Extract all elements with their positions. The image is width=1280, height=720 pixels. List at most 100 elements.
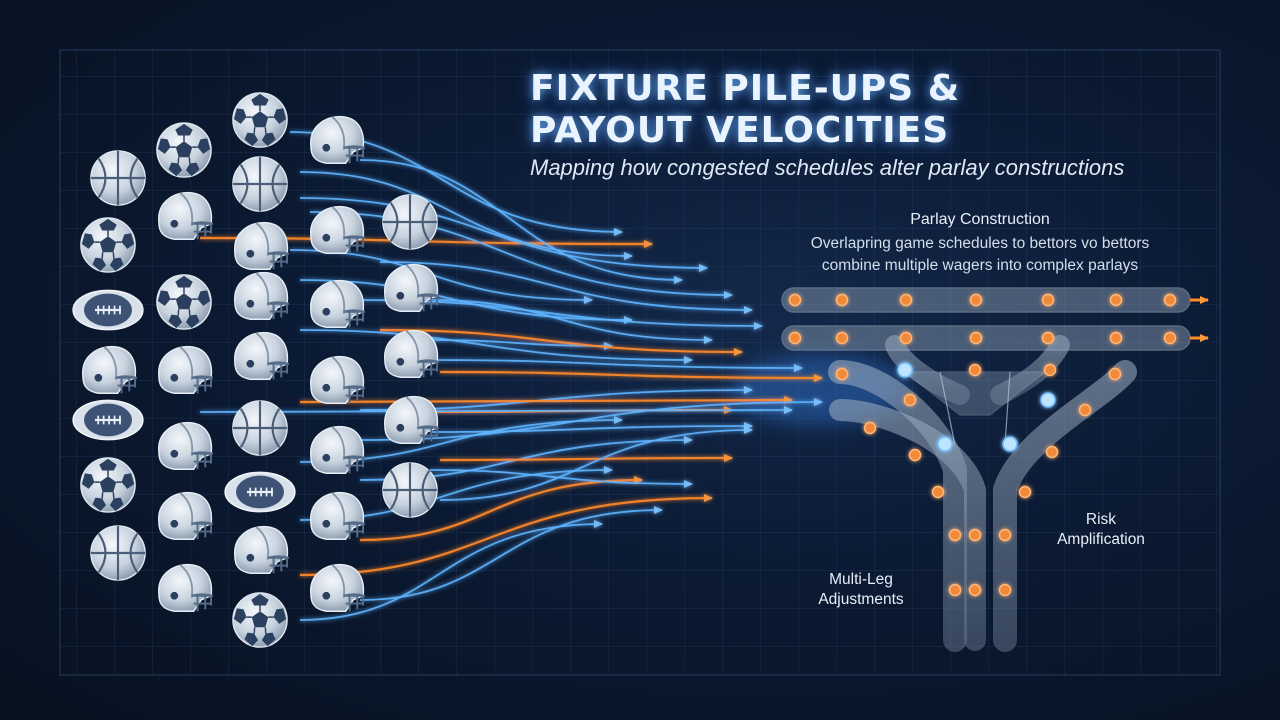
- football-helmet-icon: [233, 221, 290, 271]
- risk-label-line-1: Risk: [1085, 511, 1117, 528]
- basketball-icon: [231, 155, 289, 213]
- parlay-desc-line-2: combine multiple wagers into complex par…: [821, 257, 1139, 274]
- parlay-structure: [781, 287, 1209, 652]
- football-helmet-icon: [309, 355, 366, 405]
- orange-node: [1163, 293, 1177, 307]
- blue-flow-arrow: [379, 261, 753, 314]
- page-subtitle: Mapping how congested schedules alter pa…: [530, 155, 1125, 180]
- orange-node: [998, 528, 1012, 542]
- blue-flow-arrow: [439, 426, 753, 501]
- blue-flow-arrow: [299, 329, 693, 364]
- orange-node: [903, 393, 917, 407]
- orange-node: [835, 293, 849, 307]
- orange-node: [1109, 331, 1123, 345]
- orange-node: [968, 528, 982, 542]
- football-icon: [72, 399, 144, 441]
- football-helmet-icon: [309, 491, 366, 541]
- orange-node: [969, 331, 983, 345]
- orange-node: [931, 485, 945, 499]
- soccer-ball-icon: [80, 457, 136, 513]
- orange-node: [835, 367, 849, 381]
- blue-flow-arrow: [429, 299, 713, 344]
- blue-flow-arrow: [359, 159, 683, 284]
- orange-node: [1109, 293, 1123, 307]
- orange-node: [863, 421, 877, 435]
- title-line-2: PAYOUT VELOCITIES: [530, 110, 950, 151]
- orange-node: [1041, 331, 1055, 345]
- parlay-construction-title: Parlay Construction: [910, 211, 1050, 228]
- football-helmet-icon: [81, 345, 138, 395]
- football-helmet-icon: [233, 331, 290, 381]
- soccer-ball-icon: [156, 274, 212, 330]
- football-helmet-icon: [157, 345, 214, 395]
- orange-node: [968, 583, 982, 597]
- soccer-ball-icon: [232, 592, 288, 648]
- football-helmet-icon: [157, 491, 214, 541]
- blue-node: [1002, 436, 1018, 452]
- orange-flow-arrow: [379, 328, 743, 356]
- blue-flow-arrow: [199, 406, 793, 415]
- football-helmet-icon: [309, 279, 366, 329]
- blue-node: [897, 362, 913, 378]
- multi-label-line-2: Adjustments: [818, 591, 904, 608]
- orange-node: [899, 293, 913, 307]
- football-helmet-icon: [233, 271, 290, 321]
- orange-flow-arrow: [439, 454, 733, 463]
- orange-node: [788, 293, 802, 307]
- multi-label-line-1: Multi-Leg: [829, 571, 893, 588]
- risk-amplification-label: Risk Amplification: [1036, 510, 1166, 550]
- multi-leg-adjustments-label: Multi-Leg Adjustments: [796, 570, 926, 610]
- blue-flow-arrow: [429, 469, 693, 488]
- basketball-icon: [231, 399, 289, 457]
- football-helmet-icon: [233, 525, 290, 575]
- football-helmet-icon: [157, 421, 214, 471]
- blue-flow-arrow: [299, 197, 708, 272]
- parlay-desc-line-1: Overlapring game schedules to bettors vo…: [810, 235, 1150, 252]
- soccer-ball-icon: [156, 122, 212, 178]
- orange-flow-arrow: [299, 396, 793, 405]
- football-icon: [224, 471, 296, 513]
- football-helmet-icon: [383, 329, 440, 379]
- blue-flow-arrow: [309, 211, 733, 299]
- orange-node: [948, 583, 962, 597]
- orange-node: [969, 293, 983, 307]
- basketball-icon: [381, 193, 439, 251]
- football-helmet-icon: [309, 563, 366, 613]
- orange-flow-arrow: [439, 370, 823, 382]
- orange-node: [835, 331, 849, 345]
- football-helmet-icon: [383, 263, 440, 313]
- blue-flow-arrow: [429, 359, 803, 372]
- title-line-1: FIXTURE PILE-UPS &: [530, 68, 961, 109]
- orange-node: [899, 331, 913, 345]
- orange-node: [1045, 445, 1059, 459]
- soccer-ball-icon: [80, 217, 136, 273]
- football-helmet-icon: [309, 205, 366, 255]
- blue-node: [937, 436, 953, 452]
- football-helmet-icon: [309, 115, 366, 165]
- risk-label-line-2: Amplification: [1057, 531, 1145, 548]
- orange-flow-arrow: [299, 494, 713, 577]
- blue-flow-arrow: [429, 422, 753, 433]
- orange-node: [788, 331, 802, 345]
- orange-node: [948, 528, 962, 542]
- basketball-icon: [89, 524, 147, 582]
- blue-flow-arrow: [299, 520, 603, 621]
- blue-flow-arrow: [299, 171, 633, 260]
- football-helmet-icon: [157, 563, 214, 613]
- football-helmet-icon: [309, 425, 366, 475]
- orange-node: [1041, 293, 1055, 307]
- orange-flow-arrow: [359, 476, 643, 542]
- orange-node: [1078, 403, 1092, 417]
- parlay-construction-description: Overlapring game schedules to bettors vo…: [760, 233, 1200, 277]
- football-helmet-icon: [383, 395, 440, 445]
- orange-node: [1163, 331, 1177, 345]
- page-title: FIXTURE PILE-UPS & PAYOUT VELOCITIES: [530, 68, 1050, 152]
- orange-node: [968, 363, 982, 377]
- soccer-ball-icon: [232, 92, 288, 148]
- orange-node: [908, 448, 922, 462]
- orange-node: [998, 583, 1012, 597]
- orange-node: [1018, 485, 1032, 499]
- basketball-icon: [381, 461, 439, 519]
- orange-node: [1043, 363, 1057, 377]
